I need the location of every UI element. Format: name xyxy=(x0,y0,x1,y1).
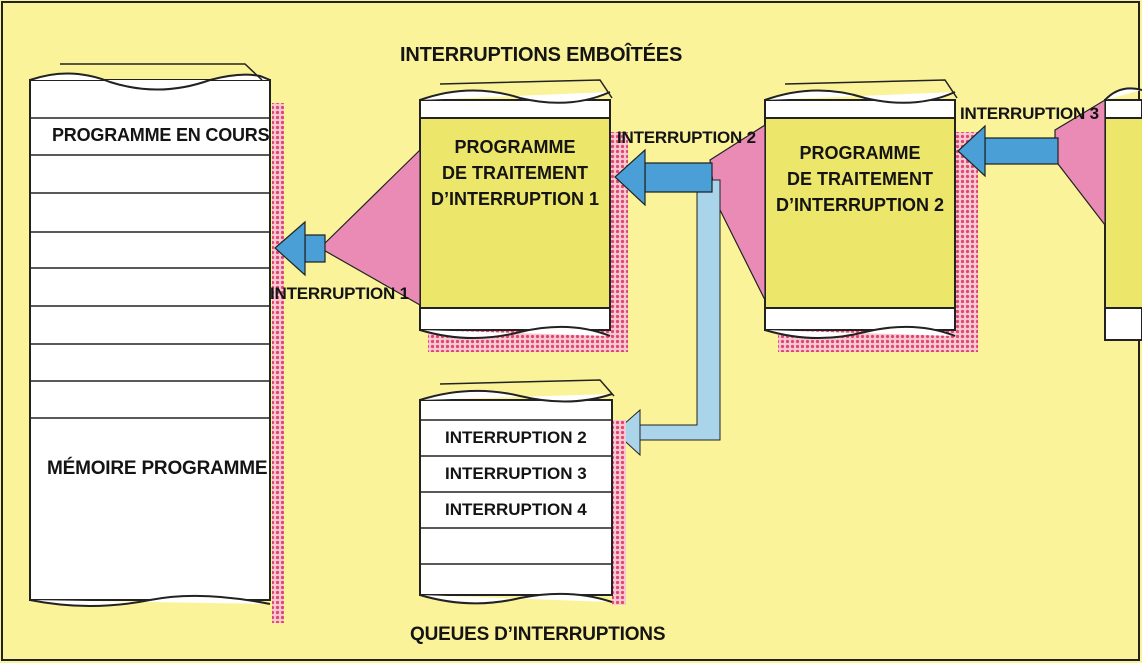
memory-caption: MÉMOIRE PROGRAMME xyxy=(47,458,268,479)
memory-back-page xyxy=(60,63,263,81)
handler1-line1: PROGRAMME xyxy=(454,137,576,157)
handler2-block xyxy=(764,79,978,352)
running-program-label: PROGRAMME EN COURS xyxy=(52,125,270,145)
handler2-line1: PROGRAMME xyxy=(799,143,921,163)
arrow-interrupt1 xyxy=(274,220,326,277)
memory-shadow xyxy=(272,103,284,623)
handler1-block xyxy=(419,79,628,352)
memory-stack xyxy=(29,63,284,623)
handler2-box xyxy=(764,117,956,309)
handler1-box xyxy=(419,117,611,309)
memory-body xyxy=(29,79,271,601)
handler3-block xyxy=(1104,87,1142,341)
arrow-interrupt2-label: INTERRUPTION 2 xyxy=(617,128,756,147)
handler2-label: PROGRAMME DE TRAITEMENT D’INTERRUPTION 2 xyxy=(765,140,955,218)
handler2-line3: D’INTERRUPTION 2 xyxy=(775,195,944,215)
queue-link-arrowhead xyxy=(614,408,641,457)
queue-item: INTERRUPTION 2 xyxy=(445,428,587,447)
memory-rows xyxy=(30,117,270,419)
arrow-interrupt3 xyxy=(957,124,1059,178)
handler1-label: PROGRAMME DE TRAITEMENT D’INTERRUPTION 1 xyxy=(420,134,610,212)
queue-stack xyxy=(419,379,626,605)
funnel-1 xyxy=(319,148,421,307)
handler2-line2: DE TRAITEMENT xyxy=(787,169,933,189)
queue-item: INTERRUPTION 3 xyxy=(445,464,587,483)
handler1-line3: D’INTERRUPTION 1 xyxy=(430,189,599,209)
queue-item: INTERRUPTION 4 xyxy=(445,500,587,519)
arrow-interrupt1-label: INTERRUPTION 1 xyxy=(270,284,409,303)
queue-caption: QUEUES D’INTERRUPTIONS xyxy=(410,624,666,645)
arrow-interrupt3-label: INTERRUPTION 3 xyxy=(960,104,1099,123)
arrow-interrupt2 xyxy=(614,148,713,207)
memory-torn-bottom xyxy=(29,594,271,607)
memory-torn-top xyxy=(29,72,271,91)
handler1-line2: DE TRAITEMENT xyxy=(442,163,588,183)
queue-link xyxy=(639,179,721,441)
queue-shadow xyxy=(612,420,626,605)
diagram-title: INTERRUPTIONS EMBOÎTÉES xyxy=(400,44,683,66)
